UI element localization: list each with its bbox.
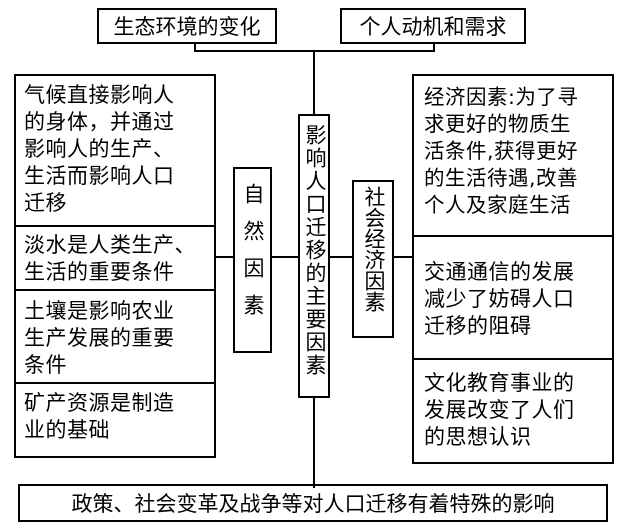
natural-item-line: 气候直接影响人 xyxy=(24,83,175,107)
personal-motivation-box: 个人动机和需求 xyxy=(340,8,526,44)
natural-item-line: 迁移 xyxy=(24,191,67,215)
policy-factors-box: 政策、社会变革及战争等对人口迁移有着特殊的影响 xyxy=(18,484,608,522)
socioeconomic-item-line: 交通通信的发展 xyxy=(424,260,575,284)
natural-item-climate: 气候直接影响人 的身体，并通过 影响人的生产、 生活而影响人口 迁移 xyxy=(24,82,175,217)
socioeconomic-divider xyxy=(412,358,614,360)
socioeconomic-item-line: 迁移的阻碍 xyxy=(424,314,532,338)
natural-divider xyxy=(14,382,216,384)
natural-item-line: 土壤是影响农业 xyxy=(24,299,175,323)
socioeconomic-item-line: 求更好的物质生 xyxy=(424,112,571,136)
natural-item-line: 条件 xyxy=(24,353,67,377)
socioeconomic-divider xyxy=(412,235,614,237)
socioeconomic-factors-label: 社会经济因素 xyxy=(362,186,386,312)
natural-item-line: 生活而影响人口 xyxy=(24,164,175,188)
right-connector xyxy=(328,256,354,258)
natural-item-soil: 土壤是影响农业 生产发展的重要 条件 xyxy=(24,298,175,379)
natural-factors-list xyxy=(14,74,216,458)
socioeconomic-item-line: 的思想认识 xyxy=(424,425,532,449)
policy-factors-label: 政策、社会变革及战争等对人口迁移有着特殊的影响 xyxy=(71,492,555,516)
socioeconomic-item-transport: 交通通信的发展 减少了妨碍人口 迁移的阻碍 xyxy=(424,259,575,340)
natural-item-freshwater: 淡水是人类生产、 生活的重要条件 xyxy=(24,232,196,286)
natural-divider xyxy=(14,289,216,291)
socioeconomic-item-economy: 经济因素:为了寻 求更好的物质生 活条件,获得更好 的生活待遇,改善 个人及家庭… xyxy=(424,84,578,219)
natural-list-right-edge xyxy=(214,74,216,458)
natural-item-line: 淡水是人类生产、 xyxy=(24,233,196,257)
natural-item-line: 矿产资源是制造 xyxy=(24,391,175,415)
socioeconomic-item-line: 发展改变了人们 xyxy=(424,398,575,422)
natural-divider xyxy=(14,225,216,227)
socioeconomic-item-line: 减少了妨碍人口 xyxy=(424,287,575,311)
socioeconomic-factors-box: 社会经济因素 xyxy=(352,180,394,338)
natural-item-line: 业的基础 xyxy=(24,418,110,442)
personal-motivation-label: 个人动机和需求 xyxy=(359,15,507,39)
socioeconomic-item-line: 活条件,获得更好 xyxy=(424,139,579,163)
center-top-connector xyxy=(313,50,315,116)
natural-factors-label: 自然因素 xyxy=(241,183,265,331)
left-connector xyxy=(270,256,300,258)
center-title-box: 影响人口迁移的主要因素 xyxy=(298,114,330,398)
ecological-change-box: 生态环境的变化 xyxy=(97,8,277,44)
natural-item-minerals: 矿产资源是制造 业的基础 xyxy=(24,390,175,444)
socioeconomic-item-line: 个人及家庭生活 xyxy=(424,193,571,217)
socioeconomic-item-line: 的生活待遇,改善 xyxy=(424,166,579,190)
natural-factors-box: 自然因素 xyxy=(233,167,272,353)
socioeconomic-item-line: 经济因素:为了寻 xyxy=(424,85,579,109)
ecological-change-label: 生态环境的变化 xyxy=(113,15,261,39)
socioeconomic-factors-list xyxy=(412,74,614,464)
natural-item-line: 生活的重要条件 xyxy=(24,260,175,284)
top-right-connector xyxy=(433,42,435,52)
natural-item-line: 的身体，并通过 xyxy=(24,110,175,134)
left-bracket-connector xyxy=(213,256,235,258)
socioeconomic-item-line: 文化教育事业的 xyxy=(424,371,575,395)
natural-item-line: 影响人的生产、 xyxy=(24,137,175,161)
natural-item-line: 生产发展的重要 xyxy=(24,326,175,350)
socioeconomic-item-education: 文化教育事业的 发展改变了人们 的思想认识 xyxy=(424,370,575,451)
right-bracket-connector xyxy=(392,256,414,258)
center-title: 影响人口迁移的主要因素 xyxy=(303,124,327,377)
center-bottom-connector xyxy=(313,396,315,488)
top-left-connector xyxy=(194,42,196,52)
